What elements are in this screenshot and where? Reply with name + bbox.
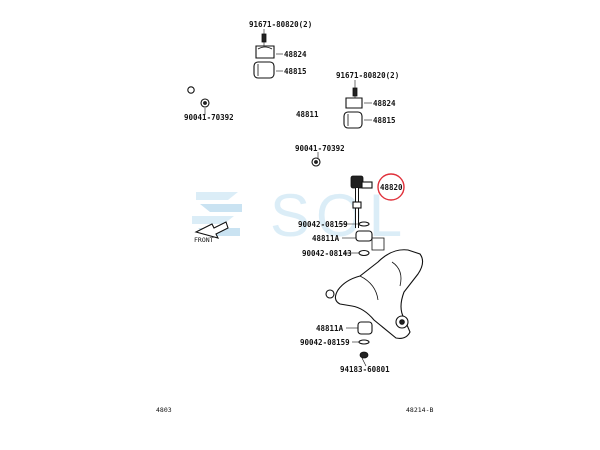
label-bush-upper-1: 48824 — [284, 50, 307, 59]
link-hardware — [355, 221, 373, 359]
nut-left — [200, 98, 210, 108]
label-bolt-top: 91671-80820(2) — [249, 20, 312, 29]
label-washer-1: 90042-08159 — [298, 220, 348, 229]
highlight-circle — [377, 173, 405, 201]
label-front: FRONT — [194, 236, 214, 244]
label-washer-2: 90042-08159 — [300, 338, 350, 347]
watermark-logo: SOL — [192, 182, 402, 249]
bushing-assembly-2 — [343, 80, 363, 129]
label-bush-lower-1: 48815 — [284, 67, 307, 76]
label-bolt-right: 91671-80820(2) — [336, 71, 399, 80]
page-ref-left: 4803 — [156, 406, 172, 414]
label-link: 48820 — [380, 183, 403, 192]
label-bar: 48811 — [296, 110, 319, 119]
stabilizer-bar — [187, 72, 358, 178]
leader-lines — [204, 53, 372, 367]
label-bush-upper-2: 48824 — [373, 99, 396, 108]
nut-right — [311, 157, 321, 167]
bushing-assembly-1 — [253, 29, 275, 79]
label-bush-lower-2: 48815 — [373, 116, 396, 125]
stabilizer-link — [350, 175, 373, 228]
label-bush-a-1: 48811A — [312, 234, 340, 243]
lower-control-arm — [325, 237, 424, 339]
label-nut-right: 90041-70392 — [295, 144, 345, 153]
label-nut-left: 90041-70392 — [184, 113, 234, 122]
label-nut-mid: 90042-08143 — [302, 249, 352, 258]
label-bush-a-2: 48811A — [316, 324, 344, 333]
front-arrow-icon — [194, 221, 229, 239]
page-ref-right: 48214-B — [406, 406, 433, 414]
label-nut-bottom: 94183-60801 — [340, 365, 390, 374]
